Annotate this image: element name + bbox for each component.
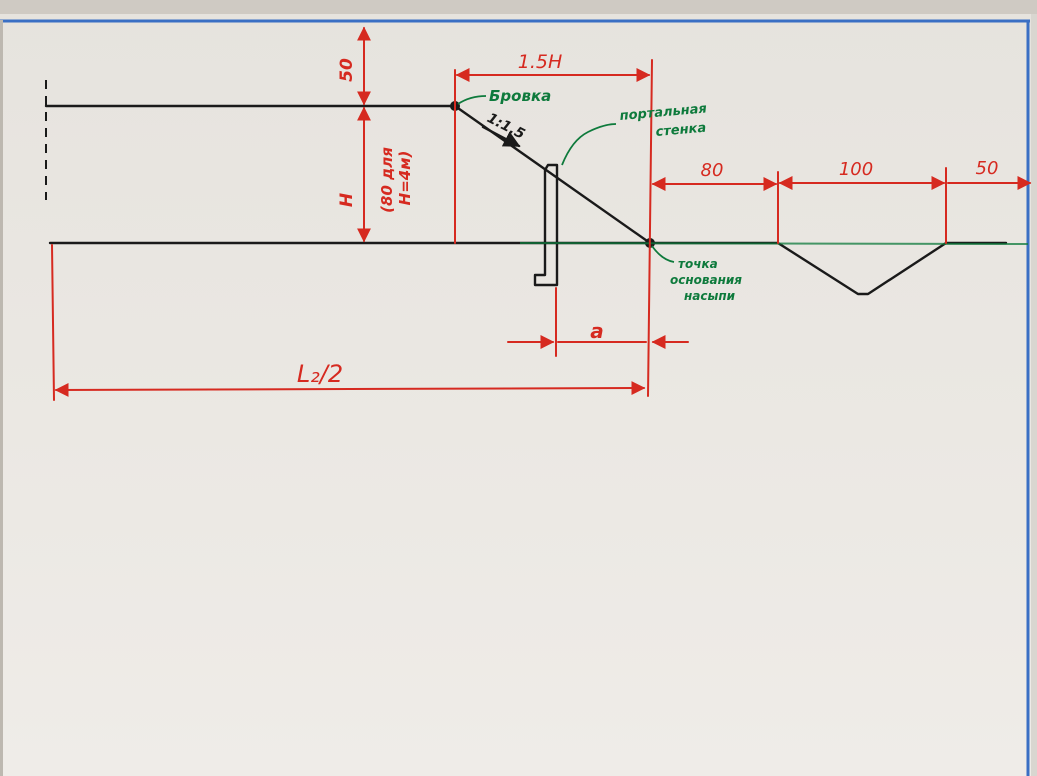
portal-wall-label-line1: портальная: [619, 101, 707, 124]
berm-label: Бровка: [489, 87, 551, 105]
dim-height-note-line2: H=4м): [396, 151, 414, 206]
dim-1-5H-label: 1.5H: [518, 51, 563, 73]
berm-leader: [457, 95, 487, 105]
dim-50-right-label: 50: [976, 158, 999, 179]
dim-50-top-label: 50: [337, 58, 357, 82]
dim-half-span-line: [54, 381, 646, 397]
portal-wall-leader: [561, 123, 617, 166]
slope-arrow: [481, 125, 521, 148]
dim-half-span-label: L₂/2: [297, 360, 343, 388]
dim-80-label: 80: [701, 160, 724, 181]
dim-height-note-line1: (80 для: [378, 147, 396, 213]
extension-left-span: [51, 244, 55, 401]
dim-a-label: a: [590, 319, 604, 343]
dim-100-label: 100: [839, 159, 873, 180]
portal-wall-label-line2: стенка: [655, 121, 707, 140]
embankment-base-leader: [651, 245, 675, 263]
extension-base: [647, 59, 653, 397]
ground-extension-line: [519, 242, 1029, 245]
portal-wall: [533, 163, 559, 287]
embankment-base-label-line3: насыпи: [684, 289, 736, 303]
dim-height-label: H: [337, 193, 357, 207]
embankment-base-label-line1: точка: [678, 257, 718, 271]
embankment-base-label-line2: основания: [670, 273, 742, 287]
